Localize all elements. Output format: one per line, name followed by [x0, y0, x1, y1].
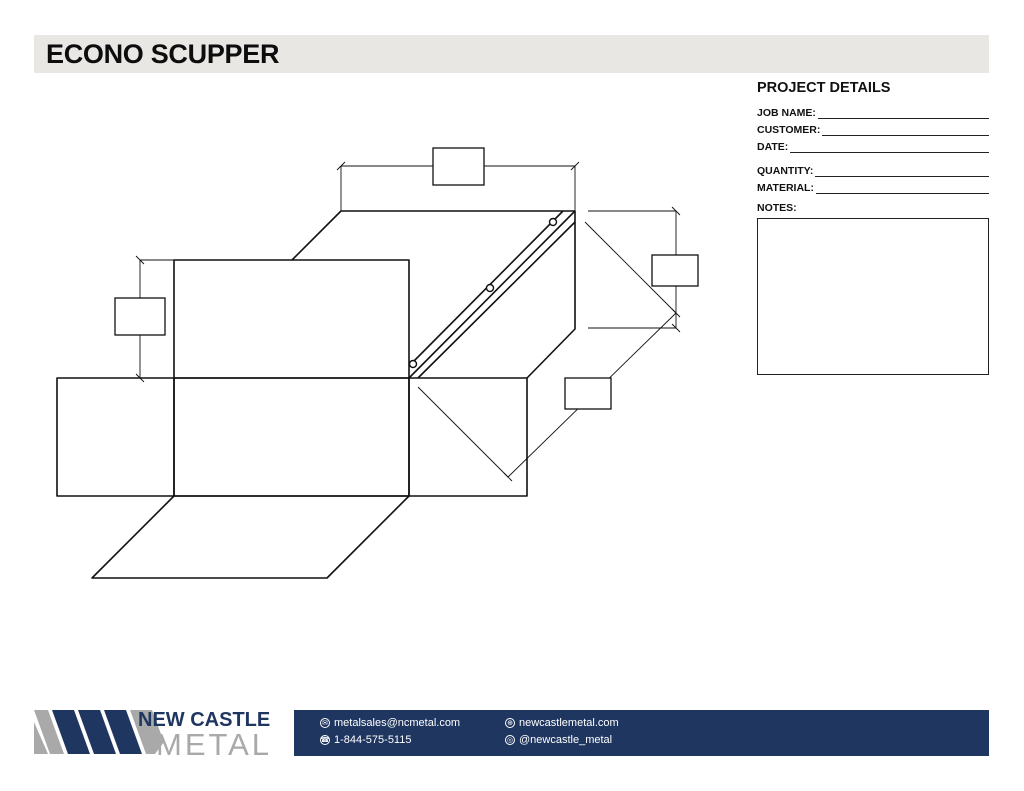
rivet-hole: [548, 217, 558, 227]
customer-label: CUSTOMER:: [757, 124, 821, 136]
customer-field: CUSTOMER:: [757, 119, 989, 136]
project-details: PROJECT DETAILS JOB NAME: CUSTOMER: DATE…: [757, 80, 989, 214]
material-line[interactable]: [815, 183, 989, 194]
job-name-field: JOB NAME:: [757, 102, 989, 119]
rivet-hole: [485, 283, 495, 293]
quantity-line[interactable]: [815, 166, 989, 177]
project-details-title: PROJECT DETAILS: [757, 80, 891, 96]
dimension-box-top: [432, 147, 485, 186]
right-panel: [408, 377, 528, 497]
bottom-flap: [91, 495, 410, 579]
dimension-box-right: [651, 254, 699, 287]
dimension-box-left: [114, 297, 166, 336]
email-text: metalsales@ncmetal.com: [334, 717, 461, 729]
date-label: DATE:: [757, 141, 789, 153]
job-name-label: JOB NAME:: [757, 107, 816, 119]
material-field: MATERIAL:: [757, 177, 989, 194]
globe-icon: ⊕: [505, 718, 515, 728]
social-contact[interactable]: ◎ @newcastle_metal: [505, 734, 612, 746]
material-label: MATERIAL:: [757, 182, 814, 194]
title-bar: ECONO SCUPPER: [34, 35, 989, 73]
notes-label: NOTES:: [757, 202, 797, 214]
instagram-icon: ◎: [505, 735, 515, 745]
customer-line[interactable]: [822, 125, 989, 136]
back-panel: [173, 259, 410, 379]
phone-contact[interactable]: ☎ 1-844-575-5115: [320, 734, 411, 746]
newcastle-metal-logo: NEW CASTLE METAL: [34, 709, 272, 758]
date-line[interactable]: [790, 142, 989, 153]
website-contact[interactable]: ⊕ newcastlemetal.com: [505, 717, 619, 729]
quantity-label: QUANTITY:: [757, 165, 814, 177]
center-panel: [173, 377, 410, 497]
notes-box[interactable]: [757, 218, 989, 375]
envelope-icon: ✉: [320, 718, 330, 728]
rivet-hole: [408, 359, 418, 369]
phone-text: 1-844-575-5115: [334, 734, 412, 746]
page-title: ECONO SCUPPER: [46, 39, 280, 69]
logo-mark: [34, 710, 164, 754]
website-text: newcastlemetal.com: [519, 717, 619, 729]
social-text: @newcastle_metal: [519, 734, 613, 746]
date-field: DATE:: [757, 136, 989, 153]
dimension-box-bottom: [564, 377, 612, 410]
phone-icon: ☎: [320, 735, 330, 745]
footer-bar: ✉ metalsales@ncmetal.com ☎ 1-844-575-511…: [294, 710, 989, 756]
job-name-line[interactable]: [817, 108, 989, 119]
logo-line2: METAL: [156, 727, 272, 758]
logo-line1: NEW CASTLE: [138, 709, 270, 731]
left-panel: [56, 377, 175, 497]
email-contact[interactable]: ✉ metalsales@ncmetal.com: [320, 717, 460, 729]
quantity-field: QUANTITY:: [757, 160, 989, 177]
